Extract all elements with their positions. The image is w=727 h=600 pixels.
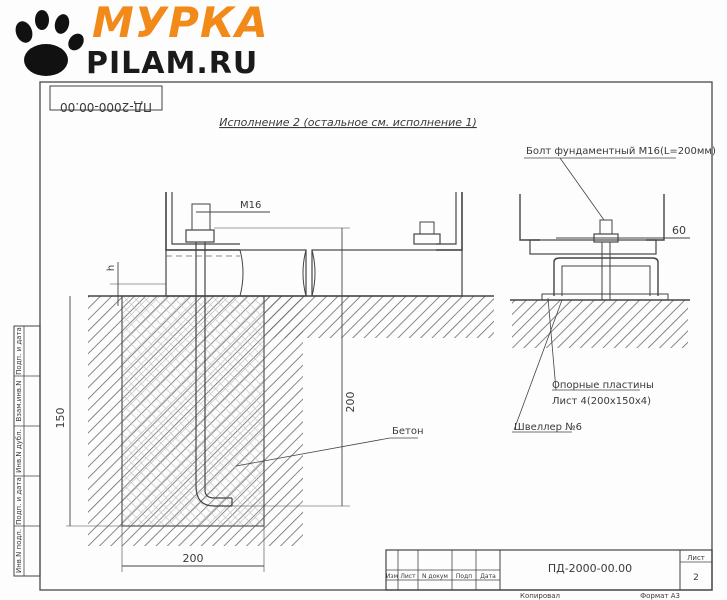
col-izm: Изм: [386, 573, 398, 580]
base-plate-right: [529, 239, 657, 255]
dim-60: 60: [672, 224, 686, 237]
concrete-block: [121, 295, 265, 527]
channel-section: [553, 257, 659, 296]
channel-label: Швеллер №6: [514, 422, 582, 433]
side-stamp-cell-5: Инв.N подл.: [15, 529, 23, 573]
sheet-label: Лист: [687, 554, 705, 562]
brand-name-top: МУРКА: [92, 0, 269, 47]
side-stamp-cell-3: Инв.N дубл.: [15, 429, 23, 473]
plates-label-line1: Опорные пластины: [552, 380, 654, 391]
ground-hatch-right: [512, 300, 688, 348]
base-plate-left: [165, 249, 307, 297]
copied-label: Копировал: [520, 592, 560, 600]
dim-200-horizontal: 200: [183, 552, 204, 565]
col-list: Лист: [400, 573, 416, 580]
steel-angle-right: [436, 192, 463, 251]
rotated-stamp-text: ПД-2000-00.00: [60, 100, 152, 114]
side-stamp-cell-2: Взам.инв.N: [15, 380, 23, 421]
title-block: Изм Лист N докум Подп Дата ПД-2000-00.00…: [385, 549, 713, 600]
dim-150: 150: [54, 408, 67, 429]
side-stamp: Подп. и дата Взам.инв.N Инв.N дубл. Подп…: [13, 325, 41, 577]
side-stamp-cell-1: Подп. и дата: [15, 327, 23, 375]
col-podp: Подп: [456, 573, 472, 580]
plates-label-line2: Лист 4(200x150x4): [552, 396, 651, 407]
dim-200-vertical: 200: [344, 392, 357, 413]
col-docnum: N докум: [422, 573, 448, 580]
paw-icon: [15, 10, 84, 76]
drawing-title: Исполнение 2 (остальное см. исполнение 1…: [219, 116, 477, 129]
ground-hatch-right-of-block: [264, 296, 494, 338]
sheet-number: 2: [693, 573, 699, 583]
bolt-callout: Болт фундаментный М16(L=200мм): [526, 146, 716, 157]
dim-m16: M16: [240, 200, 261, 211]
dim-h: h: [106, 265, 117, 271]
label-concrete: Бетон: [392, 426, 424, 437]
col-data: Дата: [480, 573, 496, 580]
anchor-bolt-left: [185, 203, 233, 507]
brand-name-bottom: PILAM.RU: [86, 46, 259, 81]
format-label: Формат А3: [640, 592, 680, 600]
title-block-designation: ПД-2000-00.00: [548, 562, 632, 575]
steel-angle-left: [165, 192, 240, 251]
side-stamp-cell-4: Подп. и дата: [15, 477, 23, 525]
rotated-stamp: ПД-2000-00.00: [49, 85, 163, 114]
